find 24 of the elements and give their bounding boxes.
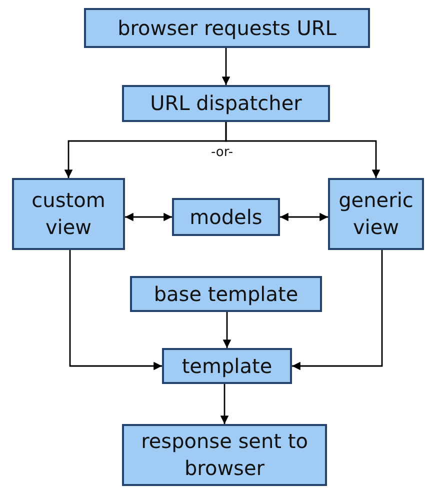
box-label: generic view <box>338 187 414 241</box>
box-label: browser requests URL <box>118 14 336 42</box>
arrow <box>222 48 230 85</box>
process-box <box>122 424 327 486</box>
box-label: models <box>190 204 262 230</box>
box-label: URL dispatcher <box>150 90 302 117</box>
box-label: custom view <box>30 187 106 241</box>
process-box <box>130 276 322 312</box>
process-box <box>84 8 370 48</box>
box-label: template <box>182 352 272 380</box>
process-box <box>172 198 280 236</box>
arrow <box>220 384 229 424</box>
box-label: response sent to browser <box>140 428 309 482</box>
process-box <box>328 178 424 250</box>
arrow <box>280 212 328 222</box>
arrow <box>69 250 162 370</box>
arrow <box>222 312 232 348</box>
arrow <box>225 122 380 178</box>
process-box <box>162 348 292 384</box>
arrow <box>125 212 172 222</box>
process-box <box>122 85 330 122</box>
arrow <box>292 250 383 370</box>
process-box <box>12 178 125 250</box>
box-label: base template <box>154 280 298 308</box>
